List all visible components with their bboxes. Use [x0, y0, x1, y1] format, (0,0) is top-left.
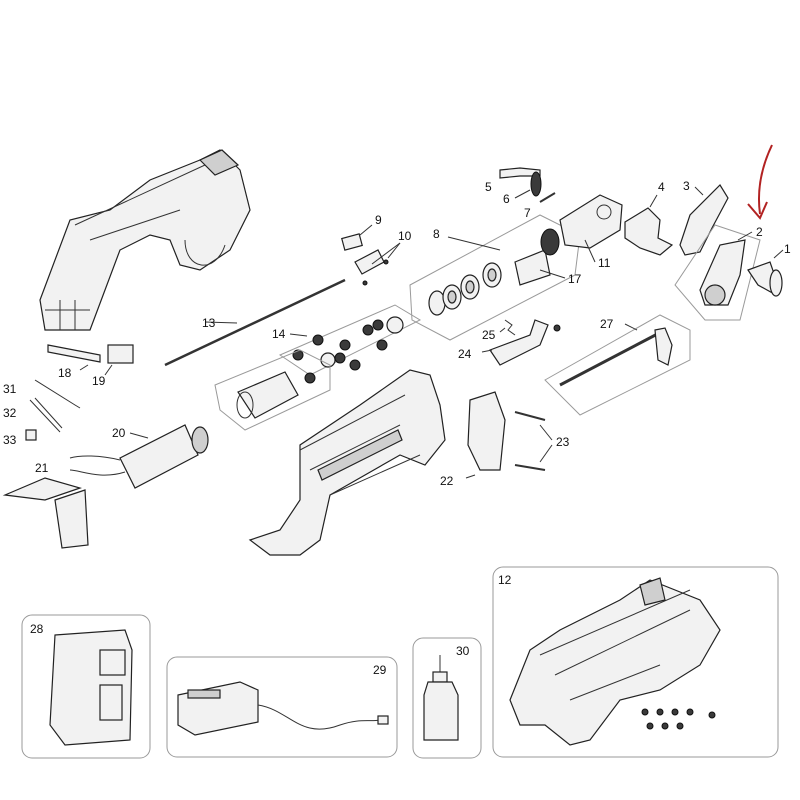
part-4-blade: 4: [624, 180, 674, 256]
part-2-housing: 2: [674, 224, 763, 321]
part-19-connector: 19: [92, 344, 134, 388]
callout-9: 9: [375, 213, 382, 227]
part-ring-gear-housing: [214, 349, 331, 431]
part-14-planetary-gears: 14: [272, 304, 422, 384]
handle-lower-half: [248, 369, 446, 556]
part-27-lever: 27: [544, 314, 691, 416]
callout-27: 27: [600, 317, 614, 331]
callout-7: 7: [524, 206, 531, 220]
part-21-battery-contact: 21: [2, 461, 89, 549]
part-31-wire: 31: [3, 379, 81, 409]
callout-18: 18: [58, 366, 72, 380]
callout-8: 8: [433, 227, 440, 241]
box-29-charger: 29: [166, 656, 398, 758]
callout-32: 32: [3, 406, 17, 420]
callout-10: 10: [398, 229, 412, 243]
callout-17: 17: [568, 272, 582, 286]
part-33-clip: 33: [3, 429, 37, 447]
callout-3: 3: [683, 179, 690, 193]
callout-1: 1: [784, 242, 791, 256]
callout-30: 30: [456, 644, 470, 658]
part-7-pin: 7: [524, 192, 556, 220]
part-6-ring: 6: [503, 171, 542, 206]
part-3-blade: 3: [679, 179, 729, 256]
part-13-rod: 13: [164, 278, 346, 367]
part-25-spring: 25: [482, 319, 561, 342]
callout-2: 2: [756, 225, 763, 239]
part-8-gear-group: 8 17: [409, 214, 582, 341]
box-12-handle-assembly: 12: [492, 566, 779, 758]
box-30-oil-bottle: 30: [412, 637, 482, 759]
part-18-strip: 18: [47, 344, 101, 380]
handle-upper-half: [39, 149, 251, 331]
highlight-arrow: [747, 144, 773, 220]
callout-12: 12: [498, 573, 512, 587]
part-23-screws: 23: [514, 411, 570, 471]
callout-20: 20: [112, 426, 126, 440]
box-12-screws: [641, 708, 716, 730]
part-20-motor: 20: [69, 424, 209, 489]
callout-5: 5: [485, 180, 492, 194]
callout-13: 13: [202, 316, 216, 330]
callout-28: 28: [30, 622, 44, 636]
callout-31: 31: [3, 382, 17, 396]
callout-6: 6: [503, 192, 510, 206]
part-9-plate: 9: [341, 213, 382, 251]
callout-22: 22: [440, 474, 454, 488]
callout-19: 19: [92, 374, 106, 388]
part-22-cover: 22: [440, 391, 506, 488]
part-1-bolt: 1: [747, 242, 791, 297]
part-24-trigger: 24: [458, 319, 549, 366]
part-32-wire: 32: [3, 397, 63, 433]
callout-21: 21: [35, 461, 49, 475]
callout-24: 24: [458, 347, 472, 361]
callout-25: 25: [482, 328, 496, 342]
callout-29: 29: [373, 663, 387, 677]
box-28-battery: 28: [21, 614, 151, 759]
callout-4: 4: [658, 180, 665, 194]
callout-14: 14: [272, 327, 286, 341]
part-11-head: 11: [559, 194, 623, 270]
callout-33: 33: [3, 433, 17, 447]
callout-23: 23: [556, 435, 570, 449]
part-10-plate: 10: [354, 229, 412, 286]
callout-11: 11: [598, 256, 611, 270]
